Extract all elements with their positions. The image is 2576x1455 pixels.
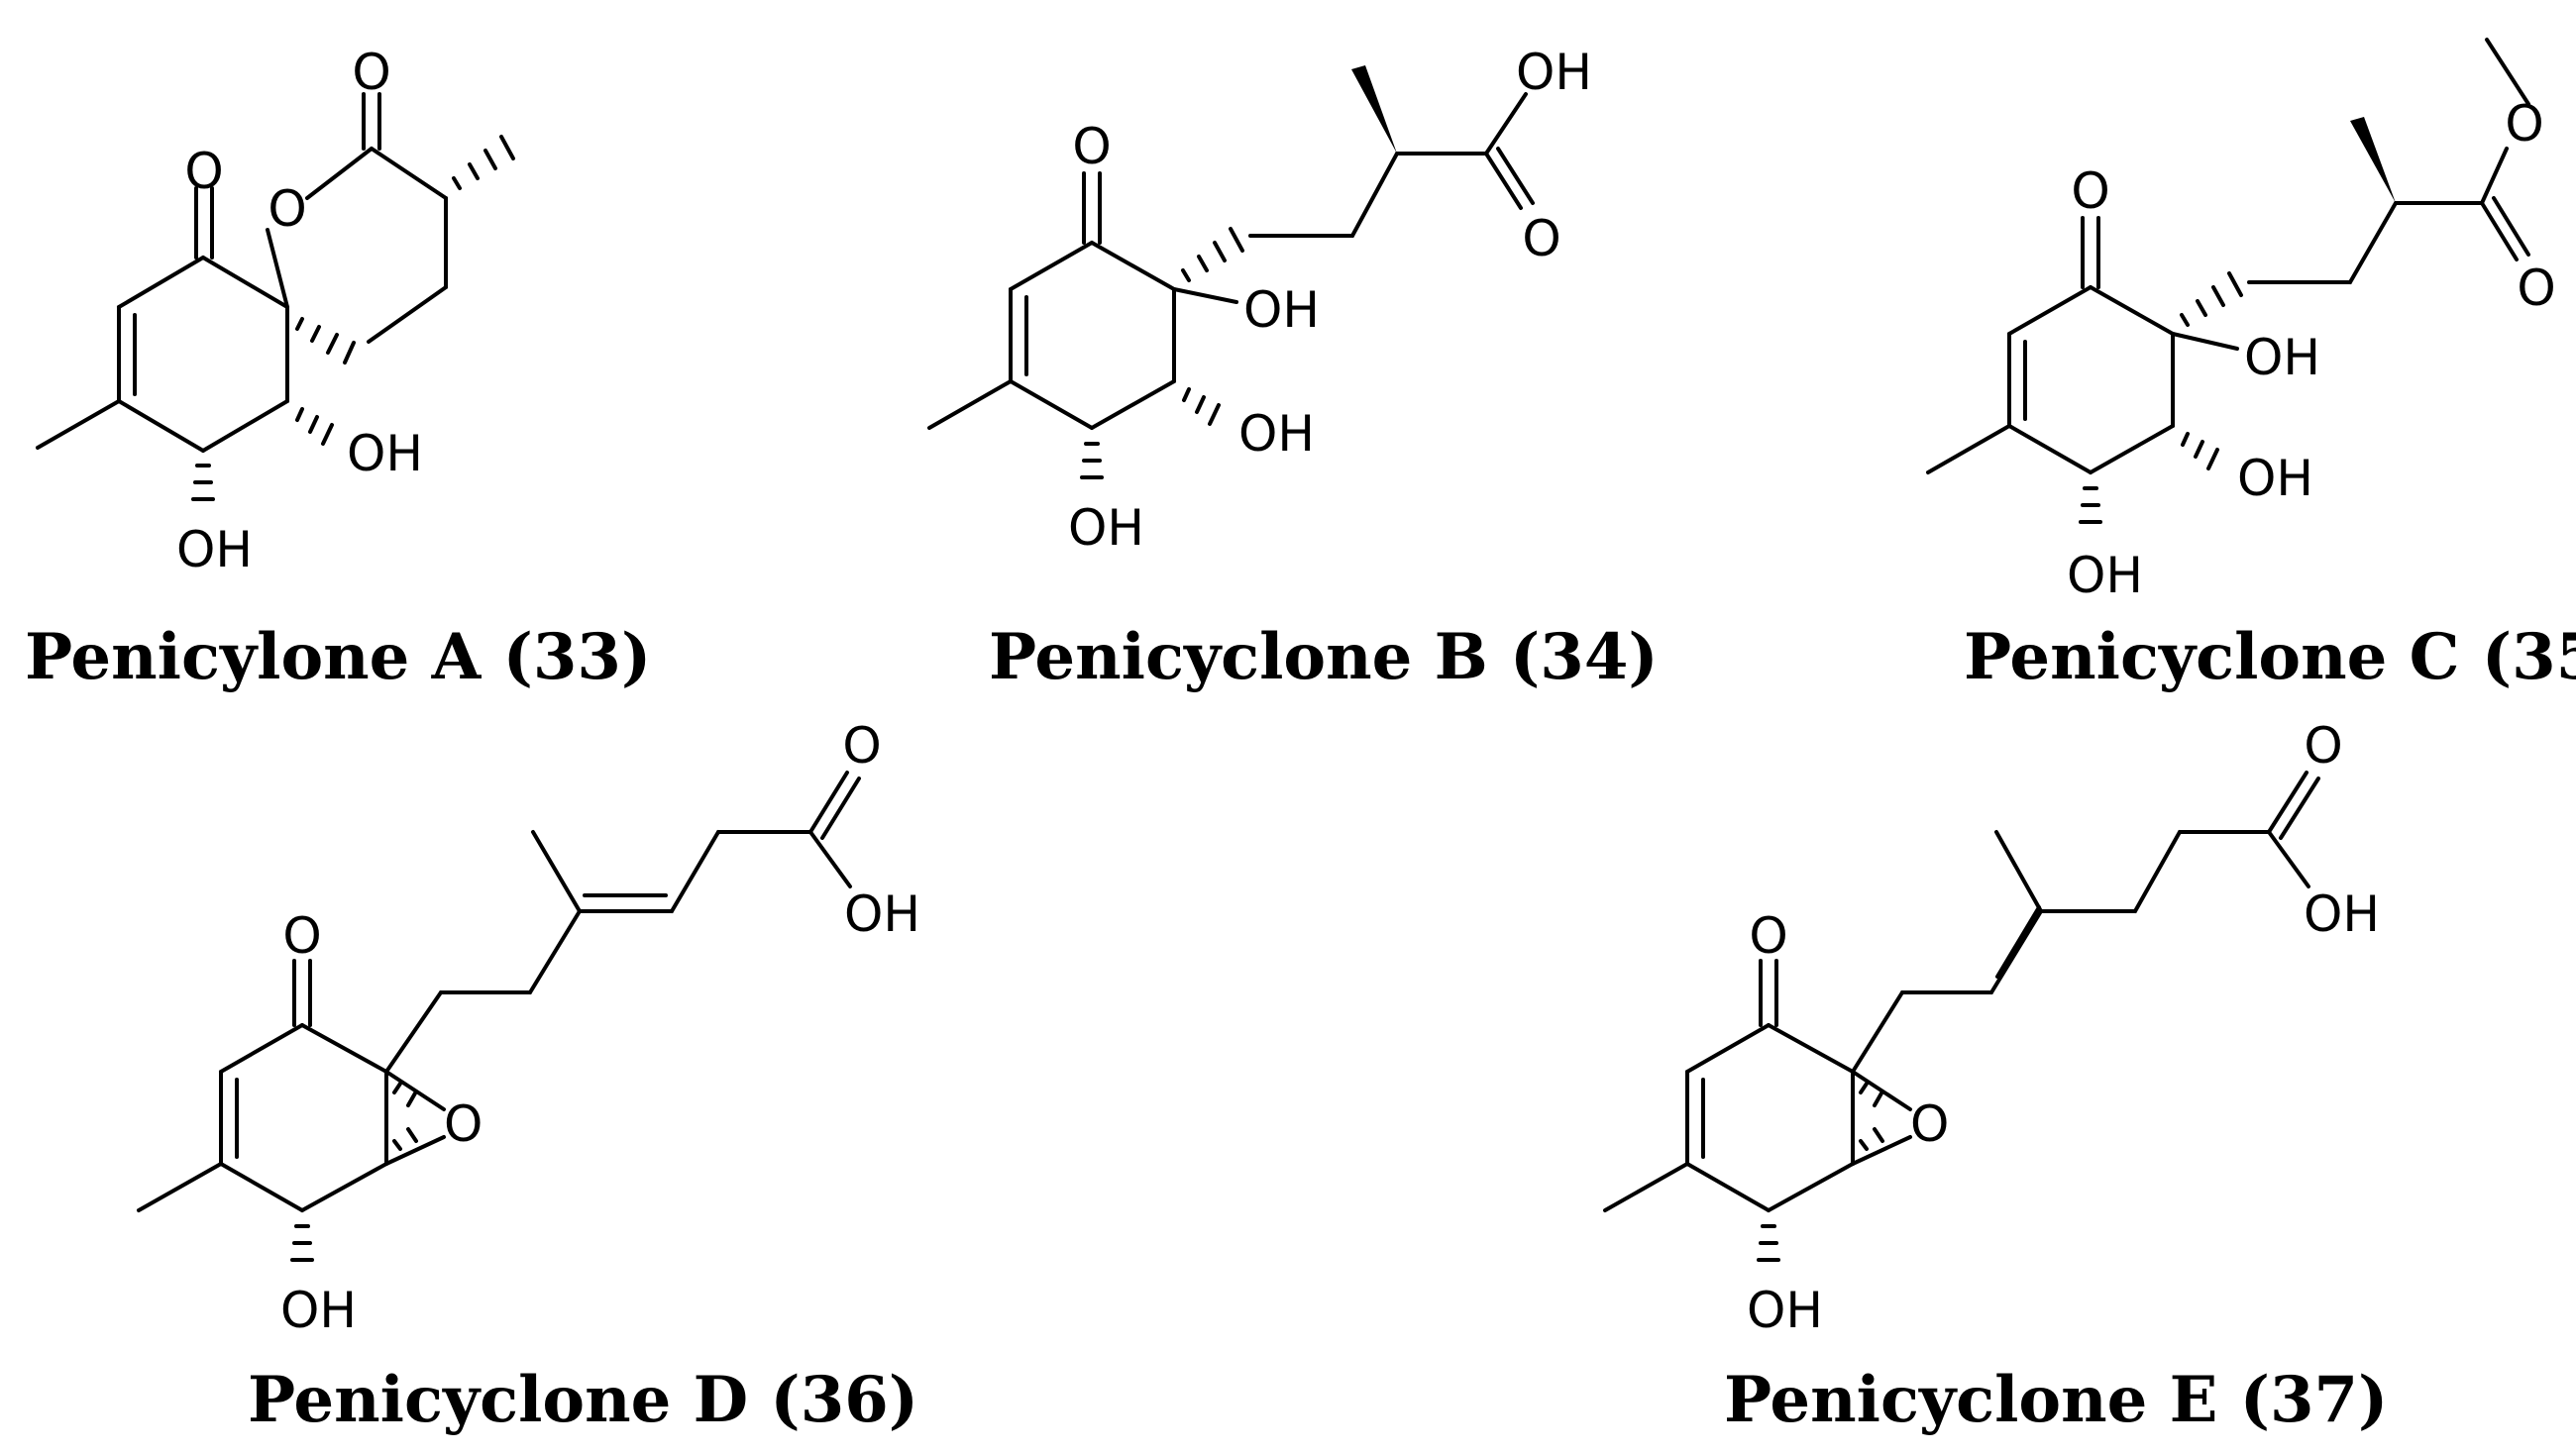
structure-penicylone-a: O O O OH OH Penicylone A (33) bbox=[25, 44, 651, 694]
structure-penicyclone-d: O O OH O OH Penicyclone D (36) bbox=[137, 717, 920, 1437]
atom-label: OH bbox=[1516, 44, 1592, 101]
atom-label: O bbox=[1910, 1095, 1949, 1153]
atom-label: OH bbox=[844, 885, 920, 943]
atom-label: OH bbox=[280, 1282, 357, 1339]
atom-label: O bbox=[2505, 95, 2543, 153]
hashed-bond bbox=[1080, 442, 1104, 479]
compound-name: Penicyclone D (36) bbox=[248, 1363, 918, 1437]
atom-label: OH bbox=[2304, 885, 2380, 943]
hashed-bond bbox=[191, 464, 215, 501]
atom-label: OH bbox=[1238, 405, 1315, 463]
atom-label: O bbox=[1749, 907, 1787, 965]
atom-label: O bbox=[444, 1095, 483, 1153]
hashed-bond bbox=[295, 407, 334, 446]
atom-label: OH bbox=[2237, 450, 2313, 507]
hashed-bond bbox=[2079, 486, 2102, 524]
compound-name: Penicyclone B (34) bbox=[989, 620, 1659, 694]
atom-label: OH bbox=[347, 425, 423, 482]
compound-name: Penicylone A (33) bbox=[25, 620, 651, 694]
atom-label: O bbox=[282, 907, 321, 965]
hashed-bond bbox=[1757, 1224, 1780, 1262]
hashed-bond bbox=[1181, 227, 1244, 282]
hashed-bond bbox=[1859, 1082, 1884, 1107]
atom-label: O bbox=[352, 44, 390, 101]
atom-label: OH bbox=[176, 521, 253, 578]
compound-name: Penicyclone C (35) bbox=[1964, 620, 2576, 694]
structure-penicyclone-e: O O OH O OH Penicyclone E (37) bbox=[1603, 717, 2388, 1437]
atom-label: OH bbox=[2067, 547, 2143, 604]
atom-label: O bbox=[2304, 717, 2342, 775]
hashed-bond bbox=[2181, 432, 2219, 470]
atom-label: OH bbox=[1068, 499, 1144, 557]
hashed-bond bbox=[2180, 271, 2243, 327]
atom-label: OH bbox=[1747, 1282, 1823, 1339]
atom-label: O bbox=[2517, 260, 2555, 317]
atom-label: O bbox=[268, 180, 306, 238]
hashed-bond bbox=[1182, 387, 1221, 426]
compound-name: Penicyclone E (37) bbox=[1724, 1363, 2388, 1437]
hashed-bond bbox=[295, 317, 356, 364]
atom-label: O bbox=[184, 143, 223, 200]
hashed-bond bbox=[1859, 1127, 1884, 1151]
structure-penicyclone-b: O OH O OH OH OH Penicyclone B (34) bbox=[927, 44, 1659, 694]
atom-label: O bbox=[842, 717, 881, 775]
atom-label: OH bbox=[2244, 329, 2320, 386]
structure-penicyclone-c: O O O OH OH OH Penicyclone C (35) bbox=[1926, 38, 2576, 694]
atom-label: O bbox=[1522, 210, 1560, 267]
atom-label: O bbox=[2071, 162, 2109, 220]
hashed-bond bbox=[392, 1082, 418, 1107]
hashed-bond bbox=[392, 1127, 418, 1151]
atom-label: O bbox=[1072, 118, 1111, 175]
hashed-bond bbox=[290, 1224, 314, 1262]
atom-label: OH bbox=[1243, 281, 1320, 339]
hashed-bond bbox=[452, 135, 515, 190]
